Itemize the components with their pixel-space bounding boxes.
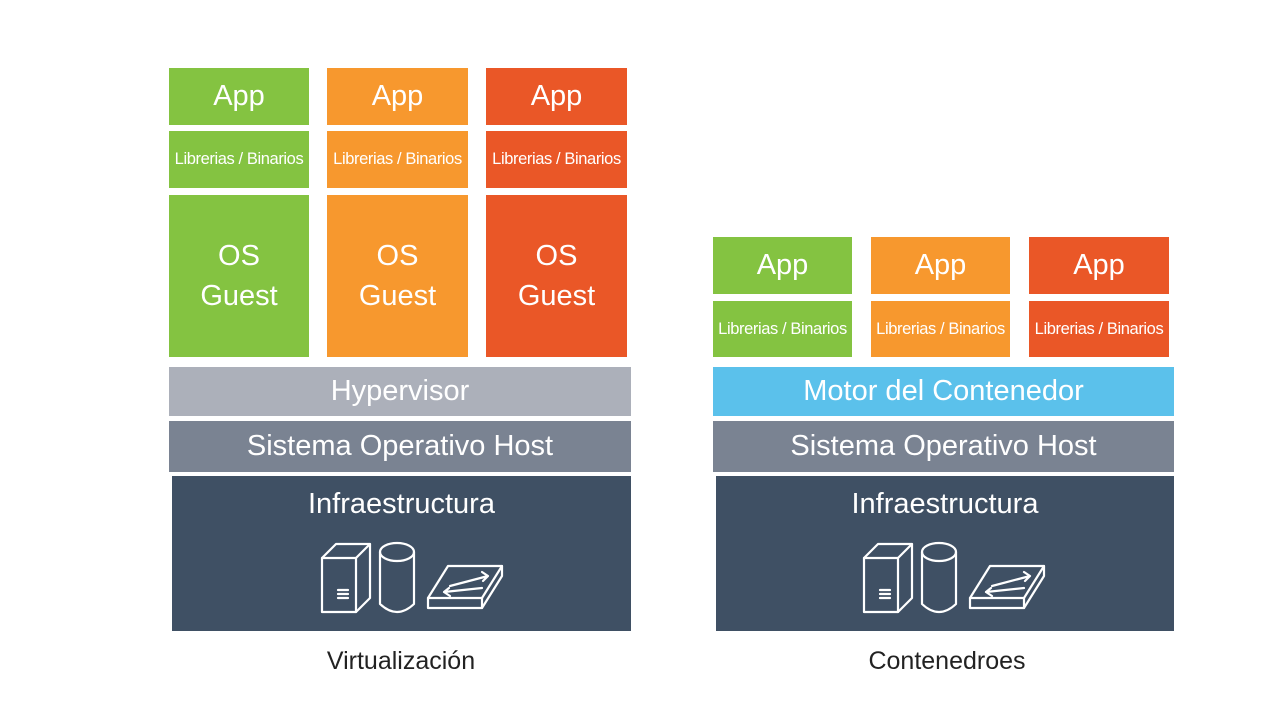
vm-os-guest-2: OS Guest <box>327 195 468 357</box>
network-switch-icon <box>426 564 504 610</box>
vm-app-3: App <box>486 68 627 125</box>
server-tower-icon <box>862 542 914 614</box>
container-app-3: App <box>1029 237 1169 294</box>
container-app-1: App <box>713 237 852 294</box>
hypervisor-layer: Hypervisor <box>169 367 631 416</box>
container-libs-2: Librerias / Binarios <box>871 301 1010 357</box>
vm-os-guest-1: OS Guest <box>169 195 309 357</box>
container-host-os-layer: Sistema Operativo Host <box>713 421 1174 472</box>
vm-app-1: App <box>169 68 309 125</box>
database-cylinder-icon <box>920 541 958 614</box>
vm-host-os-layer: Sistema Operativo Host <box>169 421 631 472</box>
container-engine-layer: Motor del Contenedor <box>713 367 1174 416</box>
container-libs-3: Librerias / Binarios <box>1029 301 1169 357</box>
server-tower-icon <box>320 542 372 614</box>
vm-libs-1: Librerias / Binarios <box>169 131 309 188</box>
container-app-2: App <box>871 237 1010 294</box>
vm-os-guest-3: OS Guest <box>486 195 627 357</box>
vm-libs-3: Librerias / Binarios <box>486 131 627 188</box>
container-libs-1: Librerias / Binarios <box>713 301 852 357</box>
database-cylinder-icon <box>378 541 416 614</box>
container-infrastructure-layer: Infraestructura <box>716 476 1174 631</box>
containers-caption: Contenedroes <box>868 647 1026 675</box>
container-infrastructure-icons <box>862 541 1046 614</box>
vm-infrastructure-layer: Infraestructura <box>172 476 631 631</box>
network-switch-icon <box>968 564 1046 610</box>
vm-libs-2: Librerias / Binarios <box>327 131 468 188</box>
vm-infrastructure-icons <box>320 541 504 614</box>
vm-app-2: App <box>327 68 468 125</box>
virtualization-caption: Virtualización <box>326 647 476 675</box>
